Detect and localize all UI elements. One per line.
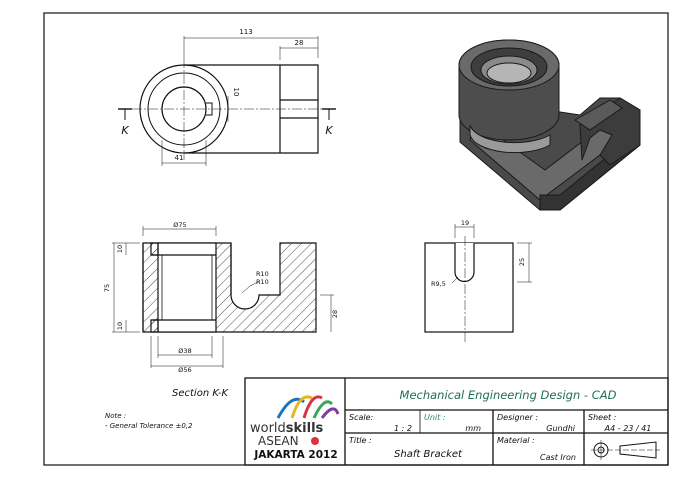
worldskills-logo: worldskills ASEAN JAKARTA 2012	[250, 395, 340, 461]
sheet-label: Sheet :	[588, 413, 617, 422]
dim-bottom-thickness: 10	[116, 322, 124, 330]
dim-fillet-a: R10	[256, 270, 269, 278]
dim-height: 75	[103, 284, 111, 292]
material-label: Material :	[497, 436, 535, 445]
side-view	[424, 224, 532, 342]
dim-overall-length: 113	[239, 28, 252, 36]
dim-base-diameter: Ø56	[178, 366, 191, 374]
unit-label: Unit :	[424, 413, 446, 422]
designer-label: Designer :	[497, 413, 538, 422]
section-marker-left: K	[121, 124, 129, 137]
logo-emblem-icon	[311, 437, 319, 445]
scale-label: Scale:	[349, 413, 374, 422]
notes-item: - General Tolerance ±0,2	[105, 422, 193, 430]
dim-hub-offset: 41	[175, 154, 184, 162]
dim-bore-inner: Ø38	[178, 347, 191, 355]
dim-flange-width: 28	[295, 39, 304, 47]
section-label: Section K-K	[172, 388, 229, 399]
top-view	[118, 36, 336, 166]
section-marker-right: K	[325, 124, 333, 137]
dim-slot-radius: R9,5	[431, 280, 446, 288]
logo-asean: ASEAN	[258, 434, 299, 448]
svg-text:worldskills: worldskills	[250, 421, 324, 436]
designer-value: Gundhi	[546, 424, 575, 433]
title-label: Title :	[349, 436, 372, 445]
logo-swoosh-icon	[276, 395, 340, 419]
sheet-value: A4 - 23 / 41	[604, 424, 652, 433]
scale-value: 1 : 2	[394, 424, 412, 433]
title-block-header: Mechanical Engineering Design - CAD	[400, 388, 617, 402]
logo-world: world	[250, 421, 286, 436]
notes-heading: Note :	[105, 412, 126, 420]
material-value: Cast Iron	[540, 453, 576, 462]
section-view	[112, 226, 334, 368]
unit-value: mm	[465, 424, 481, 433]
isometric-view	[458, 39, 641, 211]
logo-jakarta: JAKARTA 2012	[253, 449, 337, 461]
logo-skills: skills	[286, 421, 324, 436]
dim-top-thickness: 10	[116, 245, 124, 253]
title-block	[244, 377, 669, 466]
dim-keyway: 10	[232, 88, 240, 97]
dim-slot-depth: 25	[518, 258, 526, 266]
dim-base-height: 28	[331, 310, 339, 318]
dim-bore-outer: Ø75	[173, 221, 186, 229]
projection-symbol-icon	[591, 440, 660, 460]
dim-slot-width: 19	[461, 219, 469, 227]
dim-fillet-b: R10	[256, 278, 269, 286]
title-value: Shaft Bracket	[394, 449, 463, 460]
